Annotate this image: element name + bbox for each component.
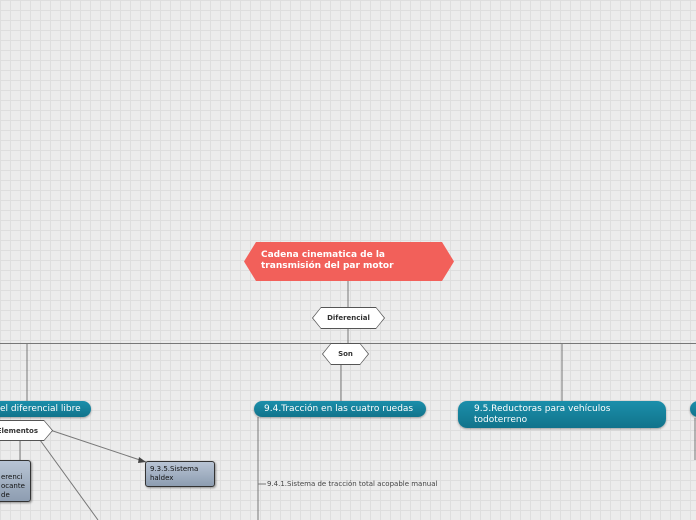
son-connector[interactable]: Son xyxy=(322,343,369,365)
item-traccion-manual[interactable]: 9.4.1.Sistema de tracción total acopable… xyxy=(267,480,437,488)
topic-label: 9.4.Tracción en las cuatro ruedas xyxy=(264,404,414,414)
elementos-connector[interactable]: Elementos xyxy=(0,420,53,441)
topic-diferencial-libre[interactable]: el diferencial libre xyxy=(0,401,91,417)
topic-offscreen-right[interactable] xyxy=(690,401,696,417)
diferencial-label: Diferencial xyxy=(327,314,370,322)
subtopic-haldex[interactable]: 9.3.5.Sistema haldex xyxy=(145,461,215,487)
subtopic-label: 9.3.5.Sistema haldex xyxy=(150,465,199,482)
topic-traccion-cuatro-ruedas[interactable]: 9.4.Tracción en las cuatro ruedas xyxy=(254,401,426,417)
son-label: Son xyxy=(338,350,353,358)
root-node[interactable]: Cadena cinematica de la transmisión del … xyxy=(244,242,454,281)
item-label: 9.4.1.Sistema de tracción total acopable… xyxy=(267,480,438,488)
link-elementos-down xyxy=(39,439,99,520)
subtopic-partial-left[interactable]: erenci ocante de xyxy=(0,460,31,502)
link-elementos-haldex xyxy=(49,429,147,463)
arrowhead-haldex xyxy=(138,457,146,463)
topic-reductoras[interactable]: 9.5.Reductoras para vehículos todoterren… xyxy=(458,401,666,428)
root-title: Cadena cinematica de la transmisión del … xyxy=(261,250,394,271)
topic-label: 9.5.Reductoras para vehículos todoterren… xyxy=(474,403,611,425)
diferencial-connector[interactable]: Diferencial xyxy=(312,307,385,329)
subtopic-label: erenci ocante de xyxy=(1,473,25,499)
elementos-label: Elementos xyxy=(0,426,38,435)
topic-label: el diferencial libre xyxy=(0,404,81,414)
